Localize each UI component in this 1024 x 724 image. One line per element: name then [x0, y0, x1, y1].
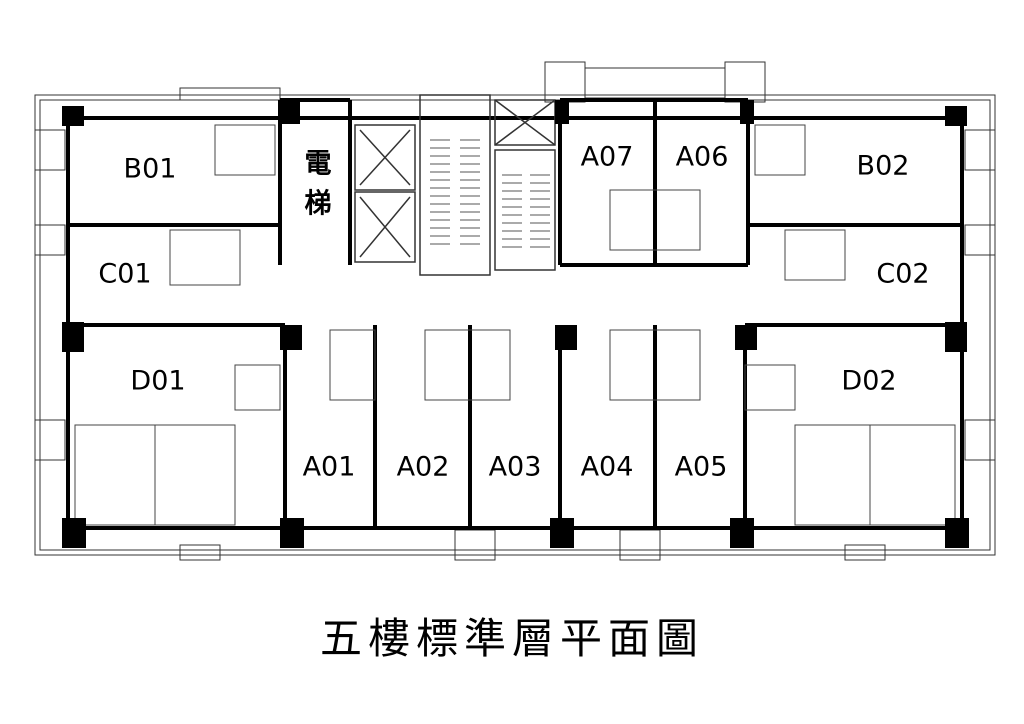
unit-labels: B01 C01 D01 電 梯 A07 A06 B02 C02 D02 A01 …: [98, 142, 929, 483]
unit-label-a05: A05: [675, 452, 728, 483]
unit-label-d01: D01: [130, 366, 185, 397]
stair-treads: [430, 139, 550, 248]
unit-label-d02: D02: [841, 366, 896, 397]
unit-label-b02: B02: [857, 151, 910, 182]
unit-label-a02: A02: [397, 452, 450, 483]
unit-label-a03: A03: [489, 452, 542, 483]
unit-label-c01: C01: [98, 259, 151, 290]
unit-label-c02: C02: [876, 259, 929, 290]
plan-title: 五樓標準層平面圖: [319, 614, 704, 663]
elevator-label-2: 梯: [305, 189, 332, 220]
unit-label-b01: B01: [124, 154, 177, 185]
unit-label-a07: A07: [581, 142, 634, 173]
unit-label-a06: A06: [676, 142, 729, 173]
floor-plan: B01 C01 D01 電 梯 A07 A06 B02 C02 D02 A01 …: [34, 61, 996, 561]
bathrooms: [74, 124, 956, 526]
elevator-label-1: 電: [305, 149, 332, 180]
core: [354, 94, 556, 276]
unit-label-a04: A04: [581, 452, 634, 483]
outer-facade: [34, 61, 996, 561]
columns: [62, 100, 969, 548]
unit-label-a01: A01: [303, 452, 356, 483]
